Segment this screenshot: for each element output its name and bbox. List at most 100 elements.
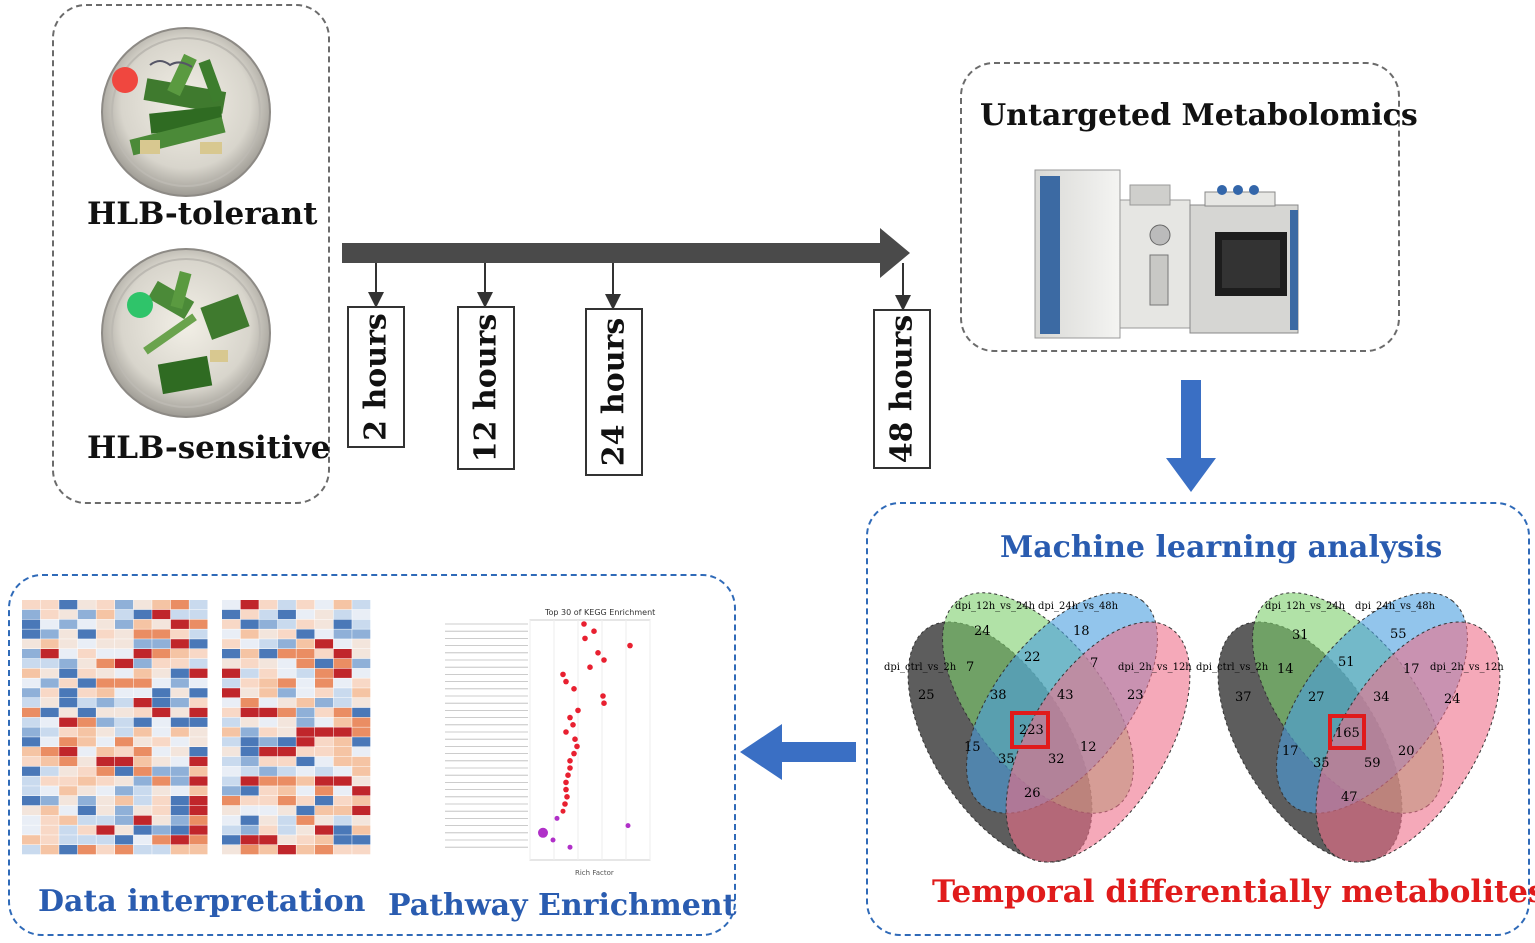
- heatmap-cell: [40, 815, 59, 825]
- timeline-ticks: [368, 263, 911, 311]
- heatmap-cell: [77, 600, 96, 610]
- heatmap-cell: [277, 698, 296, 708]
- heatmap-cell: [152, 639, 171, 649]
- heatmap-cell: [115, 756, 134, 767]
- heatmap-cell: [77, 805, 96, 816]
- heatmap-cell: [259, 825, 278, 835]
- venn-diagram-left: [907, 592, 1191, 863]
- heatmap-cell: [115, 600, 134, 610]
- heatmap-cell: [152, 668, 171, 678]
- heatmap-cell: [115, 629, 134, 639]
- heatmap-cell: [333, 835, 352, 845]
- heatmap-cell: [170, 629, 189, 639]
- heatmap-cell: [189, 649, 208, 659]
- heatmap-cell: [296, 639, 315, 649]
- heatmap-cell: [133, 727, 152, 737]
- heatmap-cell: [296, 747, 315, 757]
- heatmap-cell: [170, 649, 189, 659]
- heatmap-cell: [259, 668, 278, 678]
- heatmap-cell: [277, 649, 296, 659]
- heatmap-cell: [115, 845, 134, 855]
- pathway-x-axis-label: Rich Factor: [575, 869, 614, 877]
- heatmap-cell: [352, 668, 371, 678]
- heatmap-cell: [222, 835, 241, 845]
- heatmap-cell: [189, 678, 208, 688]
- heatmap-cell: [22, 668, 41, 678]
- heatmap-cell: [59, 717, 78, 727]
- heatmap-cell: [333, 717, 352, 727]
- heatmap-cell: [240, 609, 259, 620]
- heatmap-cell: [170, 658, 189, 669]
- heatmap-cell: [40, 619, 59, 629]
- heatmap-cell: [152, 600, 171, 610]
- heatmap-cell: [352, 737, 371, 747]
- heatmap-cell: [40, 796, 59, 806]
- heatmap-cell: [59, 805, 78, 816]
- heatmap-cell: [40, 678, 59, 688]
- sensitive-dish-image: [101, 248, 271, 418]
- heatmap-cell: [222, 649, 241, 659]
- heatmap-cell: [333, 796, 352, 806]
- heatmap-cell: [170, 688, 189, 698]
- heatmap-cell: [222, 815, 241, 825]
- heatmap-cell: [296, 825, 315, 835]
- pathway-dot: [581, 621, 587, 627]
- heatmap-cell: [352, 756, 371, 767]
- heatmap-cell: [115, 698, 134, 708]
- heatmap-cell: [277, 796, 296, 806]
- heatmap-cell: [333, 678, 352, 688]
- heatmap-cell: [96, 600, 115, 610]
- pathway-dot: [627, 642, 633, 649]
- heatmap-cell: [315, 756, 334, 767]
- pathway-dot-plot: [445, 619, 651, 861]
- heatmap-cell: [352, 845, 371, 855]
- heatmap-cell: [59, 747, 78, 757]
- temporal-metabolites-title: Temporal differentially metabolites: [932, 874, 1535, 910]
- heatmap-cell: [315, 776, 334, 786]
- heatmap-cell: [115, 747, 134, 757]
- pathway-dot: [601, 700, 607, 706]
- heatmap-cell: [333, 688, 352, 698]
- heatmap-cell: [77, 649, 96, 659]
- heatmap-cell: [277, 639, 296, 649]
- heatmap-cell: [277, 776, 296, 786]
- heatmap-cell: [277, 747, 296, 757]
- heatmap-cell: [352, 698, 371, 708]
- heatmap-cell: [315, 698, 334, 708]
- heatmap-cell: [96, 805, 115, 816]
- heatmap-cell: [352, 766, 371, 776]
- heatmap-cell: [259, 756, 278, 767]
- heatmap-cell: [222, 609, 241, 620]
- heatmap-cell: [22, 845, 41, 855]
- heatmap-cell: [59, 776, 78, 786]
- heatmap-cell: [189, 717, 208, 727]
- heatmap-cell: [115, 619, 134, 629]
- pathway-dot: [563, 729, 569, 735]
- heatmap-cell: [240, 747, 259, 757]
- heatmap-cell: [352, 619, 371, 629]
- heatmap-cell: [22, 658, 41, 669]
- heatmap-cell: [240, 727, 259, 737]
- heatmap-cell: [333, 766, 352, 776]
- heatmap-cell: [96, 766, 115, 776]
- heatmap-cell: [222, 600, 241, 610]
- heatmap-cell: [170, 707, 189, 718]
- heatmap-cell: [333, 805, 352, 816]
- heatmap-cell: [277, 727, 296, 737]
- heatmap-cell: [352, 825, 371, 835]
- pathway-dot: [567, 714, 573, 721]
- heatmap-cell: [352, 835, 371, 845]
- heatmap-cell: [277, 825, 296, 835]
- pathway-dot: [595, 650, 601, 656]
- heatmap-cell: [259, 600, 278, 610]
- heatmap-cell: [40, 835, 59, 845]
- pathway-dot: [564, 794, 570, 800]
- heatmap-cell: [296, 668, 315, 678]
- venn-diagram-right: [1217, 592, 1501, 863]
- heatmap-cell: [96, 786, 115, 796]
- heatmap-cell: [22, 796, 41, 806]
- heatmap-cell: [222, 776, 241, 786]
- pathway-dot: [575, 707, 581, 714]
- heatmap-cell: [296, 658, 315, 669]
- heatmap-cell: [333, 600, 352, 610]
